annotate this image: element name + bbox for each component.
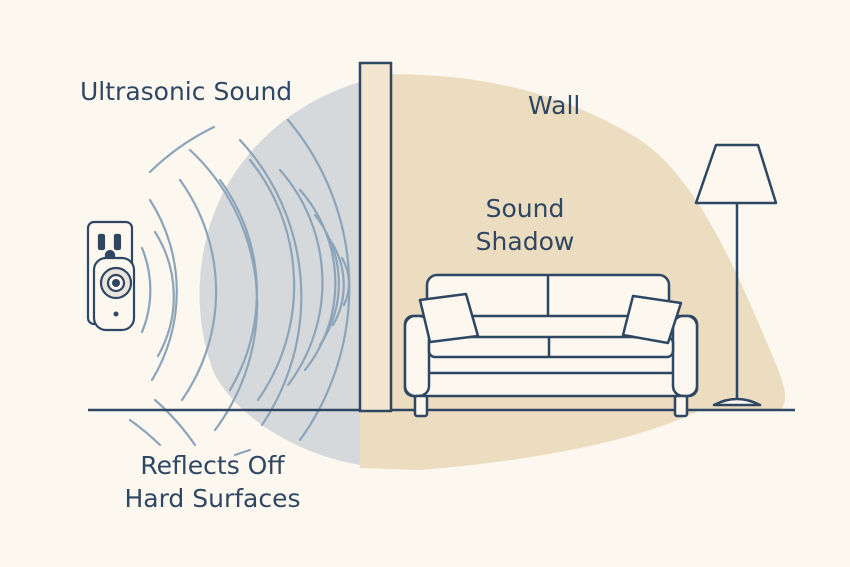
reflects-line1: Reflects Off xyxy=(140,451,285,480)
sound-shadow-line1: Sound xyxy=(485,194,565,223)
ultrasonic-device-icon xyxy=(92,256,136,332)
ultrasonic-sound-label: Ultrasonic Sound xyxy=(80,77,293,106)
sound-shadow-label: Sound Shadow xyxy=(470,192,580,258)
sound-waves xyxy=(128,118,351,457)
wall-label: Wall xyxy=(528,91,581,120)
reflects-label: Reflects Off Hard Surfaces xyxy=(110,449,315,515)
wall xyxy=(358,61,393,413)
sound-shadow-line2: Shadow xyxy=(475,227,575,256)
floor-lamp-icon xyxy=(694,143,778,407)
reflects-line2: Hard Surfaces xyxy=(124,484,301,513)
sofa-icon xyxy=(403,273,699,418)
